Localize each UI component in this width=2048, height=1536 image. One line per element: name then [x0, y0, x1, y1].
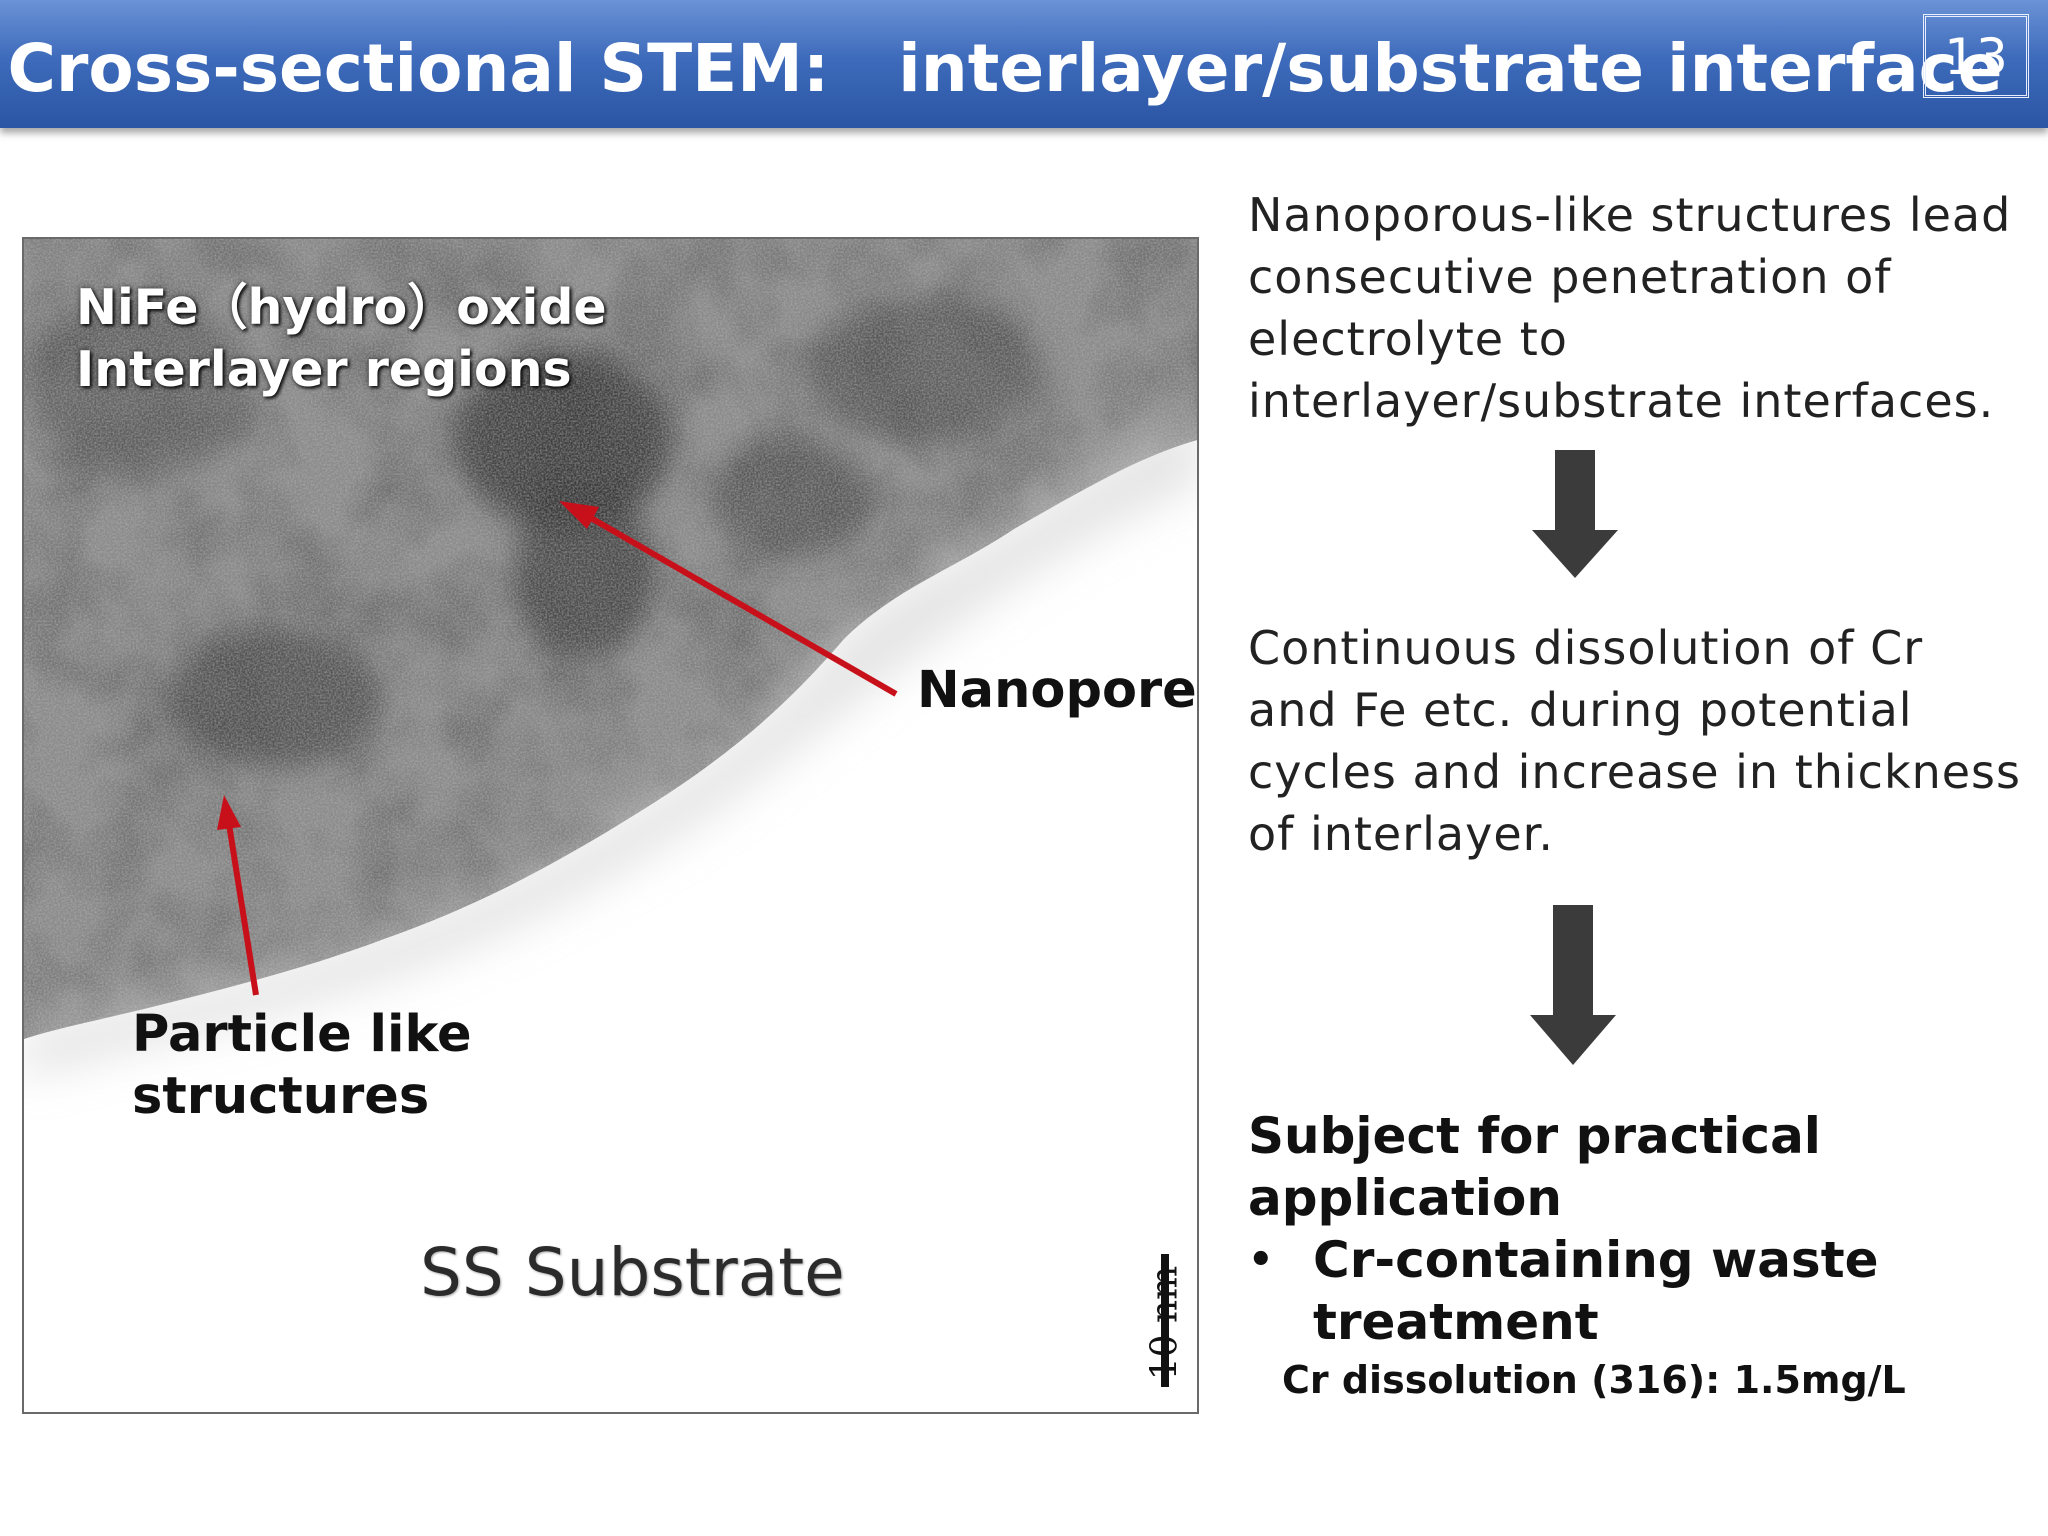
down-arrow-icon [1532, 450, 1618, 578]
finding1-line: electrolyte to [1248, 312, 1568, 366]
particle-label-line1: Particle like [132, 1005, 472, 1064]
finding2-line: of interlayer. [1248, 807, 1554, 861]
particle-arrow-icon [217, 795, 259, 996]
finding1-line: consecutive penetration of [1248, 250, 1892, 304]
nanopore-label: Nanopore [917, 661, 1197, 720]
oxide-label-line2: Interlayer regions [76, 341, 572, 398]
annotation-arrows [217, 501, 898, 996]
oxide-label-line1: NiFe（hydro）oxide [76, 279, 607, 336]
particle-label-line2: structures [132, 1067, 430, 1126]
finding1-line: Nanoporous-like structures lead [1248, 188, 2012, 242]
down-arrow-icon [1530, 905, 1616, 1065]
oxide-interlayer-label: NiFe（hydro）oxide Interlayer regions [76, 277, 607, 401]
scale-bar-label: 10 nm [1144, 1265, 1186, 1381]
cr-dissolution-note: Cr dissolution (316): 1.5mg/L [1282, 1358, 1906, 1402]
finding2-line: cycles and increase in thickness [1248, 745, 2021, 799]
slide-title: Cross-sectional STEM: interlayer/substra… [7, 30, 2003, 107]
finding2-line: Continuous dissolution of Cr [1248, 621, 1924, 675]
bullet-line2: treatment [1313, 1293, 1599, 1351]
page-number: 13 [1923, 14, 2029, 98]
stem-micrograph: NiFe（hydro）oxide Interlayer regions Nano… [22, 237, 1199, 1414]
bullet-item: • Cr-containing waste treatment [1248, 1229, 2028, 1353]
bullet-icon: • [1248, 1237, 1274, 1283]
finding-dissolution: Continuous dissolution of Cr and Fe etc.… [1248, 617, 2028, 865]
bullet-line1: Cr-containing waste [1313, 1231, 1879, 1289]
finding1-line: interlayer/substrate interfaces. [1248, 374, 1995, 428]
finding-nanoporous: Nanoporous-like structures lead consecut… [1248, 184, 2028, 432]
nanopore-arrow-icon [559, 501, 898, 697]
micrograph-image [24, 239, 1197, 1079]
particle-structures-label: Particle like structures [132, 1004, 472, 1128]
substrate-label: SS Substrate [420, 1234, 845, 1311]
finding2-line: and Fe etc. during potential [1248, 683, 1913, 737]
conclusion-heading-line2: application [1248, 1169, 1562, 1227]
conclusion-block: Subject for practical application • Cr-c… [1248, 1105, 2028, 1407]
conclusion-heading-line1: Subject for practical [1248, 1107, 1821, 1165]
scale-bar [1161, 1254, 1169, 1387]
title-bar: Cross-sectional STEM: interlayer/substra… [0, 0, 2048, 128]
